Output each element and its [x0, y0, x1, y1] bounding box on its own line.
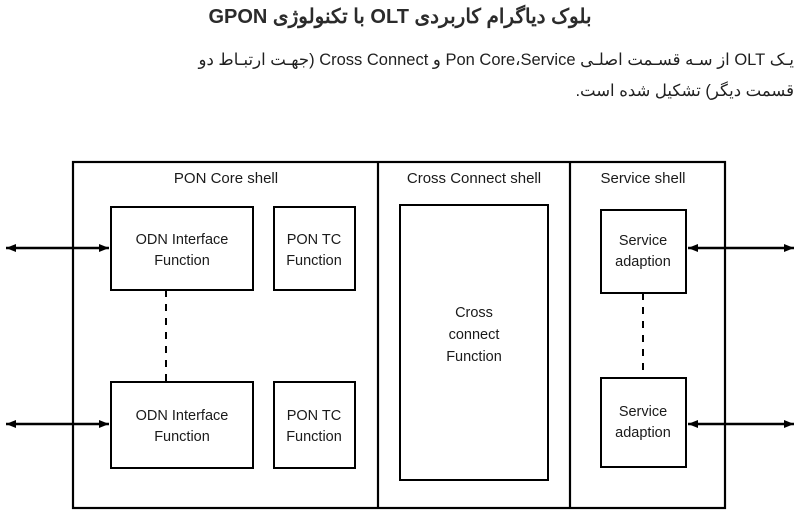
intro-line-1: یـک OLT از سـه قسـمت اصلـی Pon Core،Serv…: [198, 51, 794, 69]
block-service-adaption-bottom-line-1: Service: [619, 404, 667, 420]
shell-label-pon-core: PON Core shell: [174, 170, 278, 187]
shell-label-cross-connect: Cross Connect shell: [407, 170, 541, 187]
block-pon-tc-top-line-1: PON TC: [287, 232, 342, 248]
block-odn-interface-top-line-1: ODN Interface: [136, 232, 229, 248]
block-cross-connect-function-line-1: Cross: [455, 305, 493, 321]
block-service-adaption-top[interactable]: [600, 209, 687, 294]
block-odn-interface-top-line-2: Function: [154, 253, 210, 269]
block-service-adaption-bottom[interactable]: [600, 377, 687, 468]
intro-line-2: قسمت دیگر) تشکیل شده است.: [575, 82, 794, 100]
shell-label-service: Service shell: [600, 170, 685, 187]
block-pon-tc-top-line-2: Function: [286, 253, 342, 269]
block-service-adaption-bottom-line-2: adaption: [615, 425, 671, 441]
block-cross-connect-function-line-3: Function: [446, 349, 502, 365]
block-odn-interface-bottom[interactable]: [110, 381, 254, 469]
olt-block-diagram: PON Core shell Cross Connect shell Servi…: [0, 150, 800, 513]
intro-paragraph: یـک OLT از سـه قسـمت اصلـی Pon Core،Serv…: [6, 45, 794, 107]
page-title: بلوک دیاگرام کاربردی OLT با تکنولوژی GPO…: [208, 6, 592, 28]
block-odn-interface-top[interactable]: [110, 206, 254, 291]
block-service-adaption-top-line-1: Service: [619, 233, 667, 249]
block-service-adaption-top-line-2: adaption: [615, 254, 671, 270]
block-odn-interface-bottom-line-1: ODN Interface: [136, 408, 229, 424]
block-cross-connect-function-line-2: connect: [449, 327, 500, 343]
outer-frame: [71, 160, 727, 510]
block-cross-connect-function[interactable]: [399, 204, 549, 481]
block-odn-interface-bottom-line-2: Function: [154, 429, 210, 445]
block-pon-tc-bottom[interactable]: [273, 381, 356, 469]
block-pon-tc-top[interactable]: [273, 206, 356, 291]
block-pon-tc-bottom-line-2: Function: [286, 429, 342, 445]
block-pon-tc-bottom-line-1: PON TC: [287, 408, 342, 424]
